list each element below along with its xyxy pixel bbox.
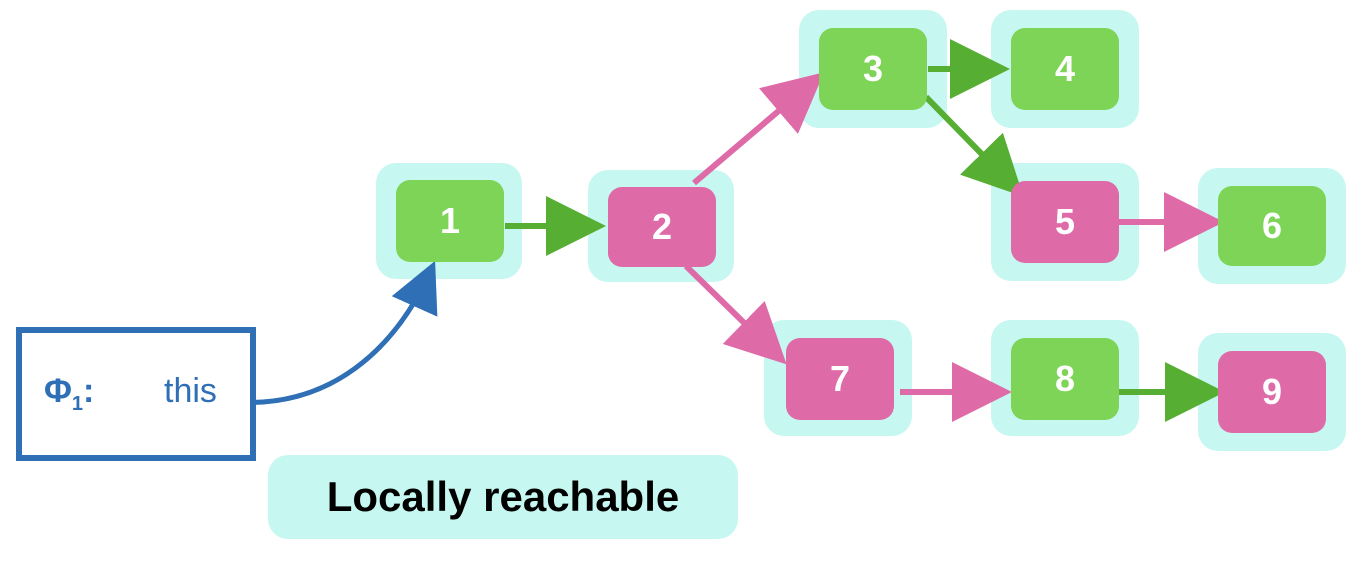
node-8[interactable]: 8	[1011, 338, 1119, 420]
node-2-label: 2	[651, 206, 673, 247]
legend-label: Locally reachable	[326, 473, 680, 520]
node-9-label: 9	[1261, 371, 1283, 412]
node-4-label: 4	[1054, 48, 1076, 89]
edge-2-7	[683, 263, 787, 365]
edge-2-3	[692, 72, 825, 186]
phi-label: Φ1:	[44, 372, 94, 416]
node-1[interactable]: 1	[396, 180, 504, 262]
node-8-label: 8	[1054, 358, 1076, 399]
node-6[interactable]: 6	[1218, 186, 1326, 266]
node-6-label: 6	[1261, 205, 1283, 246]
node-5[interactable]: 5	[1011, 181, 1119, 263]
node-9[interactable]: 9	[1218, 351, 1326, 433]
node-5-label: 5	[1054, 201, 1076, 242]
node-4[interactable]: 4	[1011, 28, 1119, 110]
this-variable[interactable]: this	[164, 372, 217, 410]
edge-3-5	[923, 94, 1024, 197]
phi-suffix: :	[83, 372, 95, 410]
node-3-label: 3	[862, 48, 884, 89]
phi-symbol: Φ	[44, 372, 72, 410]
legend-locally-reachable: Locally reachable	[268, 455, 738, 539]
phi-subscript: 1	[71, 392, 84, 415]
phi-frame	[16, 327, 256, 461]
edge-this-1	[235, 260, 438, 405]
node-7-label: 7	[829, 358, 851, 399]
node-3[interactable]: 3	[819, 28, 927, 110]
node-7[interactable]: 7	[786, 338, 894, 420]
node-2[interactable]: 2	[608, 187, 716, 267]
node-1-label: 1	[439, 200, 461, 241]
